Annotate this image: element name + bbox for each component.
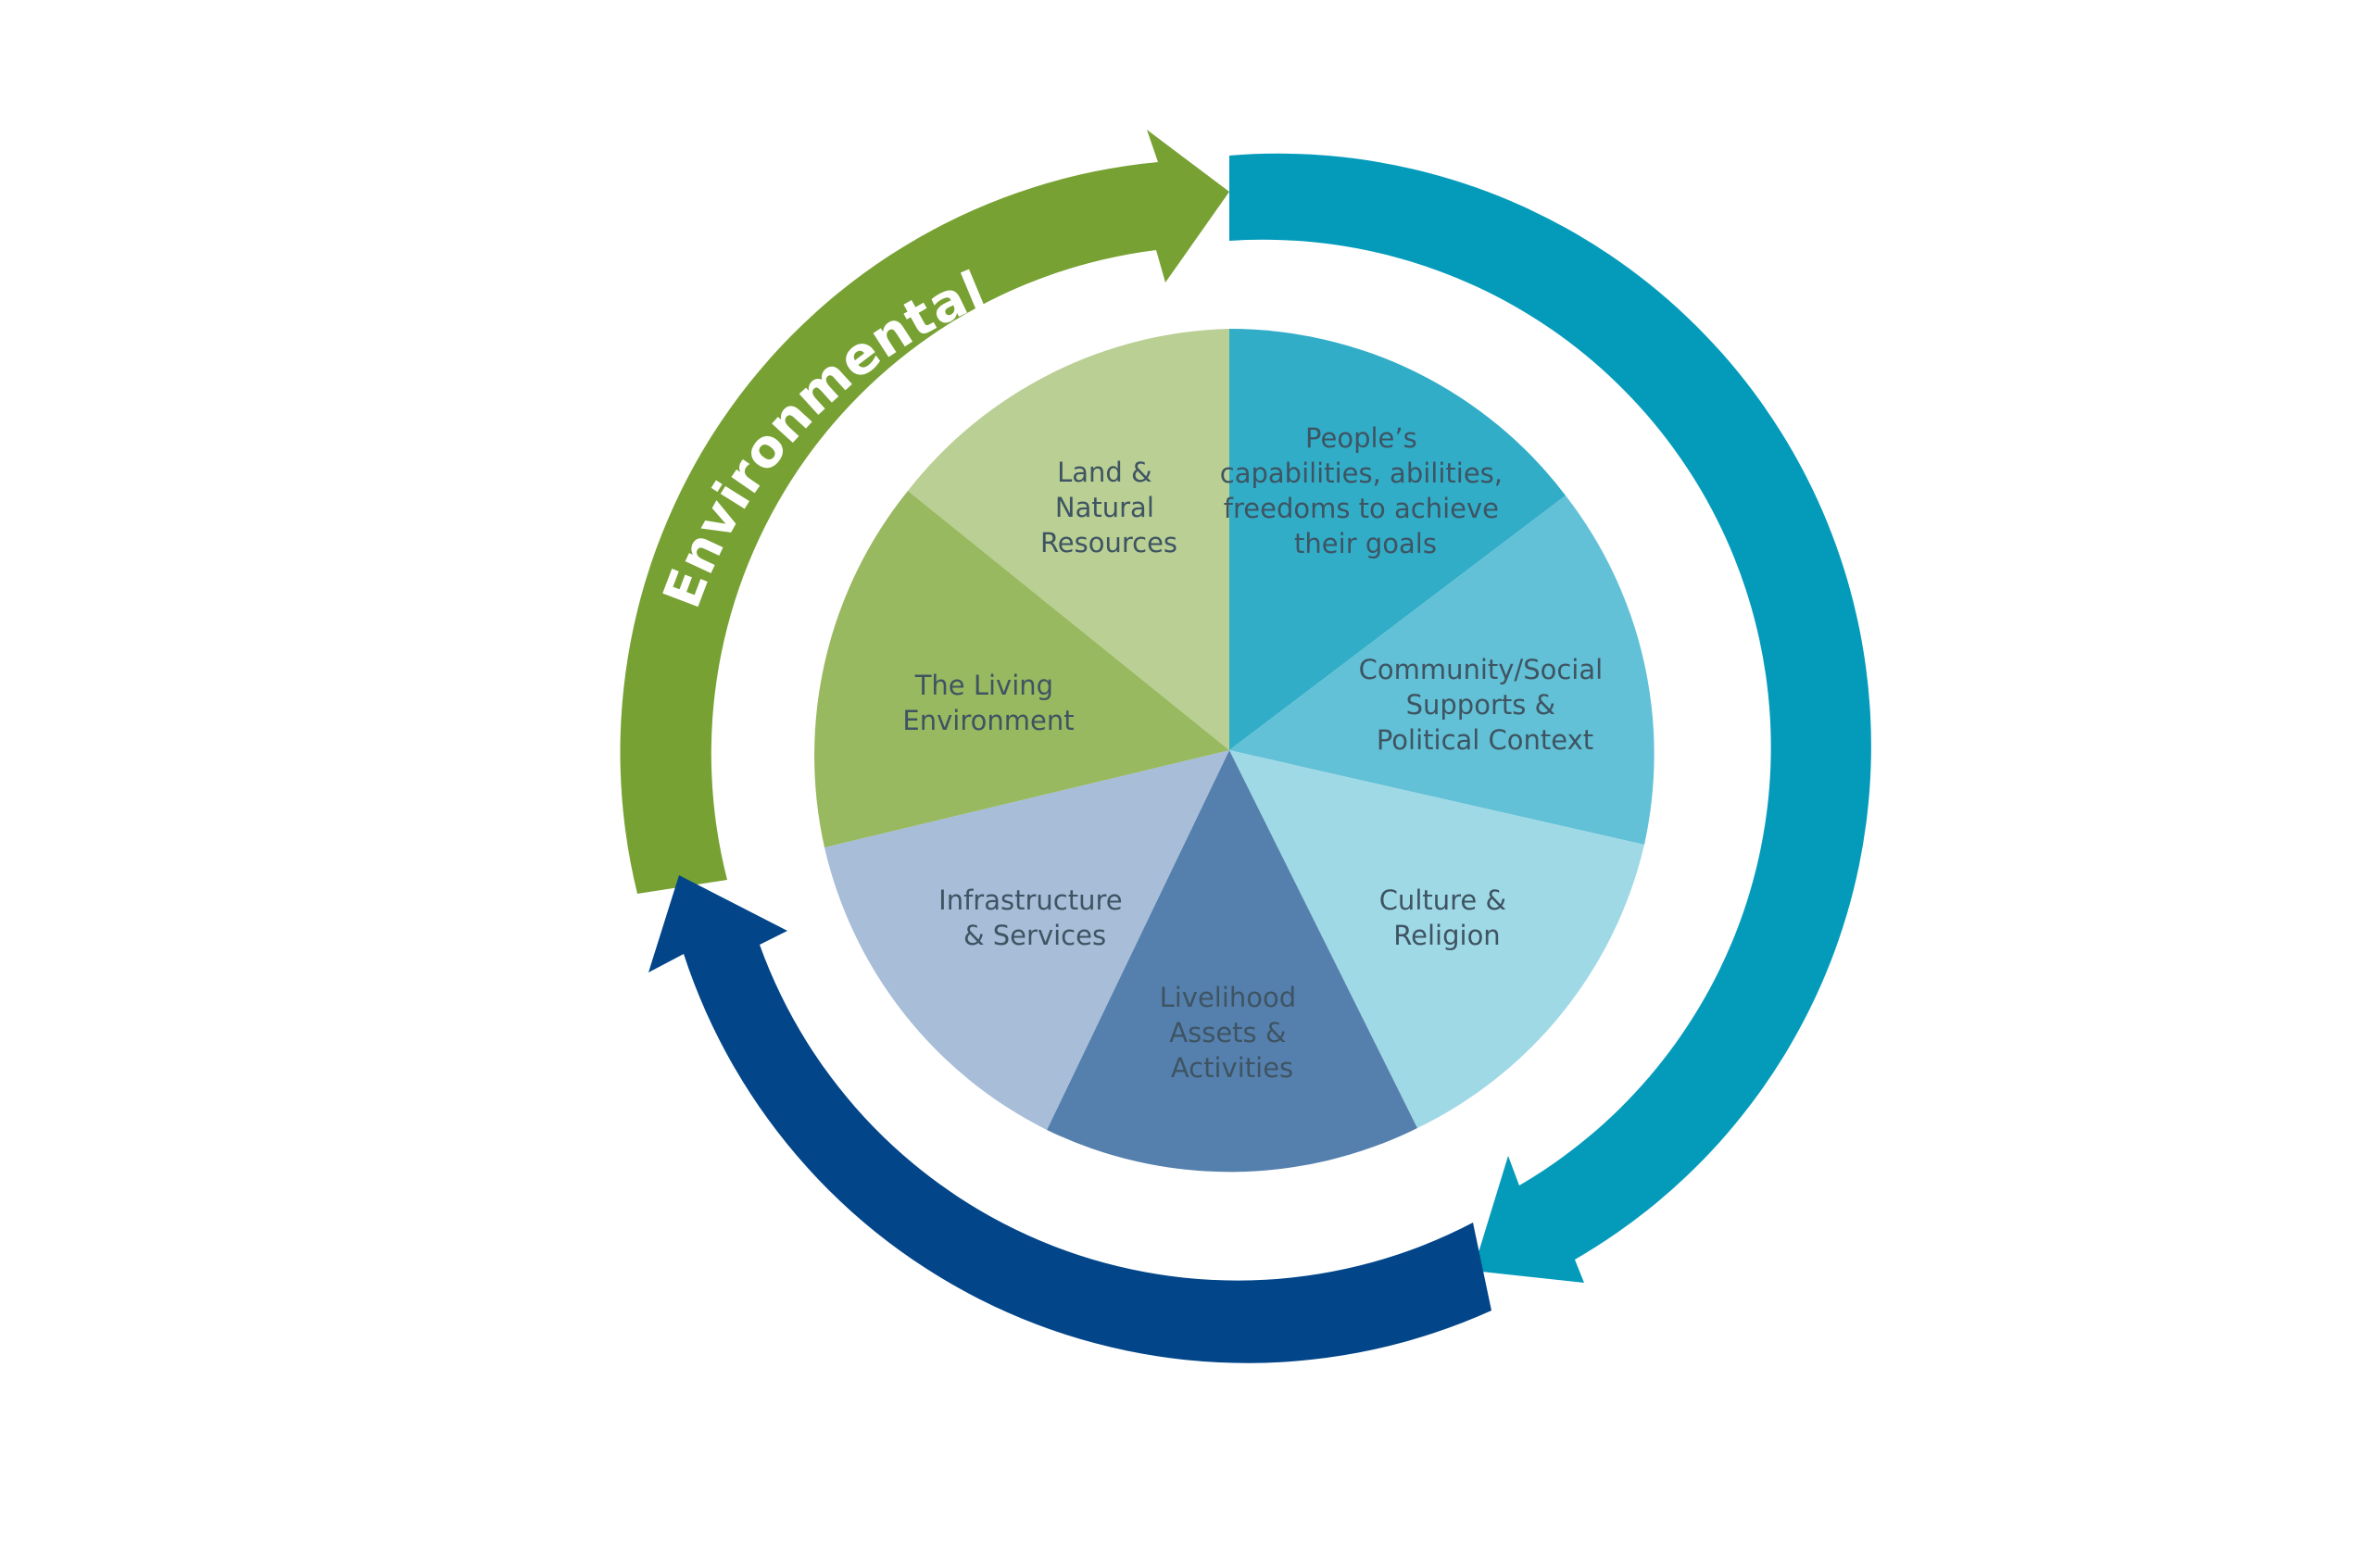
economic-arrow (648, 875, 1491, 1363)
outer-ring (620, 130, 1871, 1363)
segment-community-social-supports (1229, 495, 1655, 845)
inner-pie (814, 328, 1655, 1173)
segment-livelihood-assets (1047, 750, 1417, 1173)
land-label: Land & Natural Resources (1040, 457, 1177, 558)
segment-living-environment (814, 491, 1229, 847)
livelihood-label: Livelihood Assets & Activities (1160, 982, 1305, 1084)
segment-labels: Land & Natural Resources People’s capabi… (902, 422, 1612, 1084)
social-arrow (1229, 153, 1871, 1284)
community-label: Community/Social Supports & Political Co… (1359, 654, 1612, 756)
segment-peoples-capabilities (1229, 328, 1566, 750)
infrastructure-label: Infrastructure & Services (938, 884, 1131, 951)
living-label: The Living Environment (902, 670, 1074, 736)
segment-land-natural-resources (908, 329, 1229, 750)
culture-label: Culture & Religion (1379, 884, 1516, 951)
people-label: People’s capabilities, abilities, freedo… (1220, 422, 1511, 559)
segment-infrastructure-services (824, 750, 1229, 1130)
environmental-arrow (620, 130, 1229, 894)
segment-culture-religion (1229, 750, 1644, 1128)
